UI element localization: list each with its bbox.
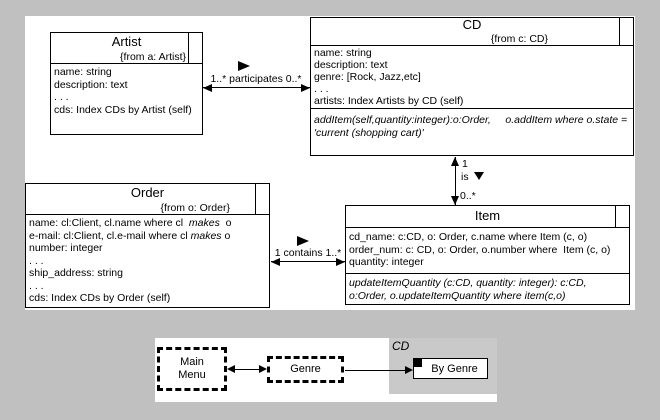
attribute-line: . . . xyxy=(29,279,44,292)
class-stereotype: {from c: CD} xyxy=(490,33,548,45)
attribute-line: order_num: c: CD, o: Order, o.number whe… xyxy=(349,243,611,256)
contains-label: 1 contains 1..* xyxy=(274,247,342,259)
attribute-line: artists: Index Artists by CD (self) xyxy=(314,95,464,107)
attribute-line: . . . xyxy=(314,83,329,95)
mainmenu-genre-line xyxy=(233,369,261,370)
class-tab-cell xyxy=(188,33,189,63)
arrowhead-right-icon xyxy=(259,365,267,373)
is-label: is xyxy=(461,171,484,183)
attribute-line: number: integer xyxy=(29,242,103,254)
participates-label: 1..* participates 0..* xyxy=(210,73,302,85)
cd-header: CD {from c: CD} xyxy=(311,18,633,46)
attribute-text: o xyxy=(219,217,232,229)
attribute-line: genre: [Rock, Jazz,etc] xyxy=(314,71,421,83)
artist-attributes: name: string description: text . . . cds… xyxy=(51,64,202,134)
operation-line: updateItemQuantity (c:CD, quantity: inte… xyxy=(349,277,587,289)
attribute-text-italic: makes xyxy=(188,217,220,229)
attribute-text: name: cl:Client, cl.name where cl xyxy=(29,217,189,229)
item-header: Item xyxy=(346,206,629,228)
class-stereotype: {from o: Order} xyxy=(160,202,230,214)
arrowhead-left-icon xyxy=(203,84,212,92)
class-stereotype: {from a: Artist} xyxy=(120,51,186,63)
multiplicity-top: 1 xyxy=(462,158,468,170)
attribute-text: e-mail: cl:Client, cl.e-mail where cl xyxy=(29,229,191,242)
class-title: CD xyxy=(462,17,482,32)
attribute-line: cds: Index CDs by Artist (self) xyxy=(54,103,192,116)
order-attributes: name: cl:Client, cl.name where cl makes … xyxy=(26,215,269,307)
direction-arrow-icon xyxy=(238,61,250,71)
attribute-line: name: string xyxy=(314,47,372,59)
by-genre-node[interactable]: By Genre xyxy=(413,358,488,379)
class-title: Item xyxy=(474,208,501,223)
class-tab-cell xyxy=(255,184,256,214)
attribute-line: quantity: integer xyxy=(349,256,424,268)
genre-bygenre-line xyxy=(345,370,407,371)
genre-node[interactable]: Genre xyxy=(267,356,344,383)
attribute-line: . . . xyxy=(29,254,44,267)
arrowhead-up-icon xyxy=(451,157,459,166)
class-title: Artist xyxy=(111,34,142,49)
attribute-line: name: cl:Client, cl.name where cl makes … xyxy=(29,217,266,230)
attribute-line: e-mail: cl:Client, cl.e-mail where cl ma… xyxy=(29,230,266,243)
main-menu-node[interactable]: Main Menu xyxy=(157,347,227,391)
participates-association-line xyxy=(203,87,310,88)
association-name: is xyxy=(461,171,469,183)
artist-class-box[interactable]: Artist {from a: Artist} name: string des… xyxy=(50,32,203,135)
direction-arrow-icon xyxy=(297,236,309,246)
operation-line: o:Order, o.updateItemQuantity where item… xyxy=(349,289,566,302)
attribute-text: o xyxy=(221,229,231,242)
class-tab-cell xyxy=(619,18,620,45)
multiplicity-bottom: 0..* xyxy=(460,190,476,202)
item-class-box[interactable]: Item cd_name: c:CD, o: Order, c.name whe… xyxy=(345,205,630,305)
attribute-text-italic: makes xyxy=(190,229,222,242)
main-menu-label-line2: Menu xyxy=(178,369,206,381)
order-class-box[interactable]: Order {from o: Order} name: cl:Client, c… xyxy=(25,183,270,308)
cd-class-box[interactable]: CD {from c: CD} name: string description… xyxy=(310,17,634,156)
contains-association-line xyxy=(271,261,345,262)
arrowhead-down-icon xyxy=(451,196,459,205)
attribute-line: name: string xyxy=(54,66,112,78)
direction-arrow-icon xyxy=(473,172,484,180)
attribute-line: ship_address: string xyxy=(29,267,123,279)
operation-line: 'current (shopping cart)' xyxy=(314,126,424,139)
arrowhead-right-icon xyxy=(405,366,413,374)
by-genre-label: By Genre xyxy=(431,362,478,375)
attribute-line: description: text xyxy=(314,59,388,71)
class-tab-cell xyxy=(615,206,616,227)
attribute-line: cd_name: c:CD, o: Order, c.name where It… xyxy=(349,231,588,243)
arrowhead-right-icon xyxy=(336,258,345,266)
class-title: Order xyxy=(130,185,165,200)
cd-operations: addItem(self,quantity:integer):o:Order, … xyxy=(311,108,633,155)
artist-header: Artist {from a: Artist} xyxy=(51,33,202,64)
is-association-line xyxy=(455,157,456,205)
arrowhead-right-icon xyxy=(301,84,310,92)
cd-attributes: name: string description: text genre: [R… xyxy=(311,46,633,108)
genre-label: Genre xyxy=(290,363,321,375)
attribute-line: cds: Index CDs by Order (self) xyxy=(29,292,171,304)
main-menu-label-line1: Main xyxy=(180,356,204,368)
order-header: Order {from o: Order} xyxy=(26,184,269,215)
cd-context-label: CD xyxy=(392,339,410,353)
operation-line: addItem(self,quantity:integer):o:Order, … xyxy=(314,114,628,126)
item-attributes: cd_name: c:CD, o: Order, c.name where It… xyxy=(346,228,629,273)
attribute-line: . . . xyxy=(54,91,69,103)
window-marker-icon xyxy=(414,359,422,367)
attribute-line: description: text xyxy=(54,78,128,91)
arrowhead-left-icon xyxy=(227,365,235,373)
item-operations: updateItemQuantity (c:CD, quantity: inte… xyxy=(346,273,629,304)
arrowhead-left-icon xyxy=(271,258,280,266)
